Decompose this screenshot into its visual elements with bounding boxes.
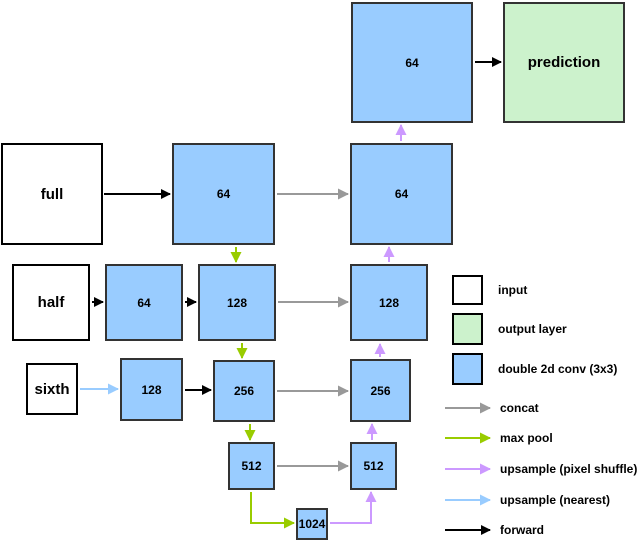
legend-conv-label: double 2d conv (3x3)	[498, 362, 618, 376]
legend-concat-label: concat	[500, 401, 539, 415]
node-input-full: full	[1, 143, 103, 245]
node-dec-64: 64	[350, 143, 453, 245]
legend-conv-swatch	[452, 353, 483, 385]
node-dec-256: 256	[350, 359, 411, 422]
legend-output-swatch	[452, 313, 483, 345]
node-dec-512: 512	[350, 442, 397, 490]
legend-input-label: input	[498, 283, 528, 297]
node-out-64: 64	[351, 2, 473, 123]
pixel-shuffle-arrow-1024-to-512	[330, 491, 377, 524]
node-bottleneck-1024: 1024	[296, 508, 328, 540]
node-enc-sixth-256: 256	[213, 360, 275, 422]
node-enc-half-64: 64	[105, 264, 183, 341]
legend-forward-label: forward	[500, 523, 545, 537]
node-prediction: prediction	[503, 2, 625, 123]
max-pool-arrow-512-to-1024	[250, 492, 295, 529]
legend-max-pool-label: max pool	[500, 431, 553, 445]
node-enc-512: 512	[228, 442, 275, 490]
legend-pixel-shuffle-label: upsample (pixel shuffle)	[500, 462, 638, 476]
legend-input-swatch	[452, 275, 483, 305]
node-enc-full-64: 64	[172, 143, 275, 245]
node-input-sixth: sixth	[26, 363, 78, 415]
legend-nearest-label: upsample (nearest)	[500, 493, 611, 507]
node-enc-half-128: 128	[198, 264, 276, 341]
node-enc-sixth-128: 128	[120, 358, 183, 421]
node-input-half: half	[12, 264, 90, 341]
node-dec-128: 128	[350, 264, 428, 341]
legend-output-label: output layer	[498, 322, 567, 336]
